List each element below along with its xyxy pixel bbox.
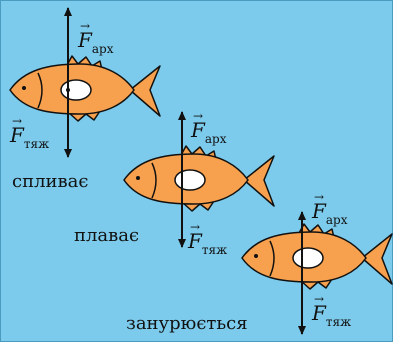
vector-arrow-glyph: → bbox=[314, 190, 324, 204]
state-label-floating: плаває bbox=[74, 225, 139, 246]
state-label-sinking: занурюється bbox=[126, 313, 248, 334]
fish-sinking: Fарх → Fтяж → bbox=[242, 190, 392, 334]
vector-arrow-glyph: → bbox=[314, 292, 324, 306]
fish-rising: Fарх → Fтяж → bbox=[9, 8, 160, 157]
vector-arrow-glyph: → bbox=[190, 220, 200, 234]
fish-floating: Fарх → Fтяж → bbox=[124, 109, 274, 257]
vector-arrow-glyph: → bbox=[80, 19, 90, 33]
state-label-rising: спливає bbox=[12, 171, 88, 192]
vector-arrow-glyph: → bbox=[193, 109, 203, 123]
vector-arrow-glyph: → bbox=[12, 114, 22, 128]
